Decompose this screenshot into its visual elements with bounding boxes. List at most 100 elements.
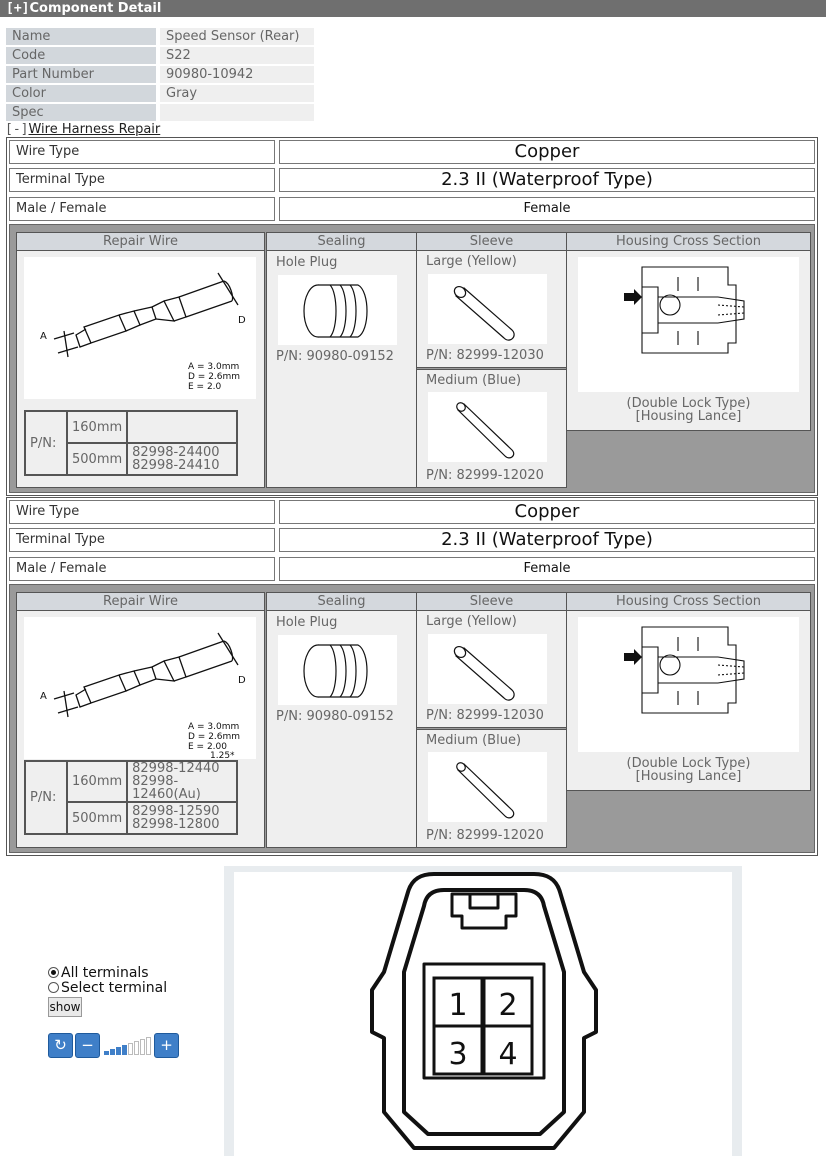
- terminal-type-row: Terminal Type 2.3 II (Waterproof Type): [9, 528, 815, 552]
- repair-wire-heading: Repair Wire: [17, 593, 264, 611]
- all-terminals-radio[interactable]: [48, 967, 59, 978]
- terminal-1[interactable]: 1: [448, 988, 467, 1023]
- male-female-value: Female: [279, 197, 815, 221]
- prop-key: Spec: [6, 104, 156, 121]
- wire-harness-repair-label[interactable]: Wire Harness Repair: [28, 122, 161, 137]
- housing-caption-2: [Housing Lance]: [635, 769, 742, 784]
- zoom-step[interactable]: [116, 1047, 121, 1055]
- terminal-type-label: Terminal Type: [9, 168, 275, 192]
- housing-image: [578, 257, 799, 392]
- all-terminals-option[interactable]: All terminals: [48, 965, 167, 981]
- pn-part-number: 82998-24410: [132, 458, 220, 473]
- zoom-step[interactable]: [128, 1043, 133, 1055]
- terminal-type-label: Terminal Type: [9, 528, 275, 552]
- arrow-icon: [624, 289, 642, 305]
- terminal-3[interactable]: 3: [448, 1037, 467, 1072]
- housing-cross-section-drawing: [624, 626, 745, 714]
- select-terminal-radio[interactable]: [48, 982, 59, 993]
- zoom-step[interactable]: [134, 1041, 139, 1055]
- wire-type-value: Copper: [279, 500, 815, 524]
- sealing-column: Sealing Hole Plug P/N: 90980-09152: [266, 232, 417, 488]
- sleeve-large-label: Large (Yellow): [426, 614, 517, 629]
- zoom-step[interactable]: [104, 1051, 109, 1055]
- sleeve-large-drawing: [453, 645, 515, 701]
- prop-key: Color: [6, 85, 156, 102]
- expand-toggle[interactable]: [+]: [6, 1, 30, 16]
- hole-plug-drawing: [303, 644, 368, 698]
- zoom-step[interactable]: [146, 1037, 151, 1055]
- sleeve-large-image: [428, 274, 547, 344]
- housing-caption-1: (Double Lock Type): [626, 756, 751, 771]
- male-female-row: Male / Female Female: [9, 197, 815, 221]
- pn-label: P/N:: [24, 760, 68, 835]
- reset-zoom-icon[interactable]: ↻: [48, 1032, 73, 1058]
- connector-face-drawing: 1 2 3 4: [370, 872, 598, 1150]
- wire-harness-block: Wire Type Copper Terminal Type 2.3 II (W…: [6, 497, 818, 856]
- terminal-4[interactable]: 4: [498, 1037, 517, 1072]
- zoom-step[interactable]: [140, 1039, 145, 1055]
- housing-heading: Housing Cross Section: [567, 233, 810, 251]
- sealing-part-number: P/N: 90980-09152: [276, 709, 394, 724]
- zoom-level-slider[interactable]: [104, 1035, 152, 1055]
- select-terminal-option[interactable]: Select terminal: [48, 979, 168, 996]
- male-female-label: Male / Female: [9, 197, 275, 221]
- pn-part-number: 82998-12590: [132, 804, 220, 819]
- sleeve-column: Sleeve Large (Yellow) P/N: 82999-12030: [416, 232, 567, 488]
- repair-wire-image: A D A = 3.0mm D = 2.6mm E = 2.00 1.25*: [24, 617, 256, 761]
- dim-line-2: D = 2.6mm: [188, 732, 240, 742]
- housing-cross-section-drawing: [624, 266, 745, 354]
- prop-value: [160, 104, 314, 121]
- housing-caption-2: [Housing Lance]: [635, 409, 742, 424]
- show-button[interactable]: show: [48, 997, 82, 1017]
- header-title: Component Detail: [29, 1, 162, 16]
- pn-length: 500mm: [65, 801, 129, 835]
- dim-d-marker: D: [238, 675, 246, 686]
- dim-line-1: A = 3.0mm: [188, 362, 239, 372]
- sleeve-medium-drawing: [456, 762, 515, 819]
- wire-harness-block: Wire Type Copper Terminal Type 2.3 II (W…: [6, 137, 818, 496]
- zoom-controls: ↻ − +: [48, 1032, 181, 1058]
- pn-row: P/N: 160mm: [24, 410, 239, 476]
- male-female-row: Male / Female Female: [9, 557, 815, 581]
- repair-wire-heading: Repair Wire: [17, 233, 264, 251]
- sleeve-medium-image: [428, 752, 547, 822]
- pn-part-number: 82998-24400: [132, 445, 220, 460]
- sleeve-column: Sleeve Large (Yellow) P/N: 82999-12030: [416, 592, 567, 848]
- zoom-step[interactable]: [110, 1049, 115, 1055]
- select-terminal-label: Select terminal: [61, 979, 168, 996]
- sleeve-large-panel: Large (Yellow) P/N: 82999-12030: [416, 250, 567, 368]
- wire-harness-repair-link[interactable]: [-]Wire Harness Repair: [5, 122, 160, 137]
- pn-part-number: [132, 421, 232, 434]
- male-female-value: Female: [279, 557, 815, 581]
- pn-part-number: 82998-12440: [132, 761, 220, 776]
- sleeve-medium-part-number: P/N: 82999-12020: [426, 828, 544, 843]
- dim-a-marker: A: [40, 331, 47, 342]
- dim-line-3: E = 2.0: [188, 382, 222, 392]
- pn-part-number: 82998-12800: [132, 817, 220, 832]
- prop-value: S22: [160, 47, 314, 64]
- repair-wire-image: A D A = 3.0mm D = 2.6mm E = 2.0: [24, 257, 256, 399]
- terminal-2[interactable]: 2: [498, 988, 517, 1023]
- sleeve-large-panel: Large (Yellow) P/N: 82999-12030: [416, 610, 567, 728]
- terminal-type-value: 2.3 II (Waterproof Type): [279, 528, 815, 552]
- zoom-out-icon[interactable]: −: [75, 1032, 100, 1058]
- prop-value: Gray: [160, 85, 314, 102]
- housing-caption-1: (Double Lock Type): [626, 396, 751, 411]
- dim-line-1: A = 3.0mm: [188, 722, 239, 732]
- arrow-icon: [624, 649, 642, 665]
- dim-line-3: E = 2.00: [188, 742, 227, 752]
- pn-parts: [126, 410, 239, 444]
- terminal-grid: 1 2 3 4: [432, 976, 534, 1076]
- prop-key: Name: [6, 28, 156, 45]
- terminal-selector: All terminals Select terminal: [48, 965, 168, 996]
- collapse-toggle[interactable]: [-]: [5, 122, 29, 137]
- pn-length: 160mm: [65, 760, 129, 803]
- zoom-in-icon[interactable]: +: [154, 1032, 179, 1058]
- connector-canvas: 1 2 3 4: [234, 872, 732, 1156]
- sleeve-heading: Sleeve: [416, 592, 567, 611]
- sleeve-heading: Sleeve: [416, 232, 567, 251]
- zoom-step[interactable]: [122, 1045, 127, 1055]
